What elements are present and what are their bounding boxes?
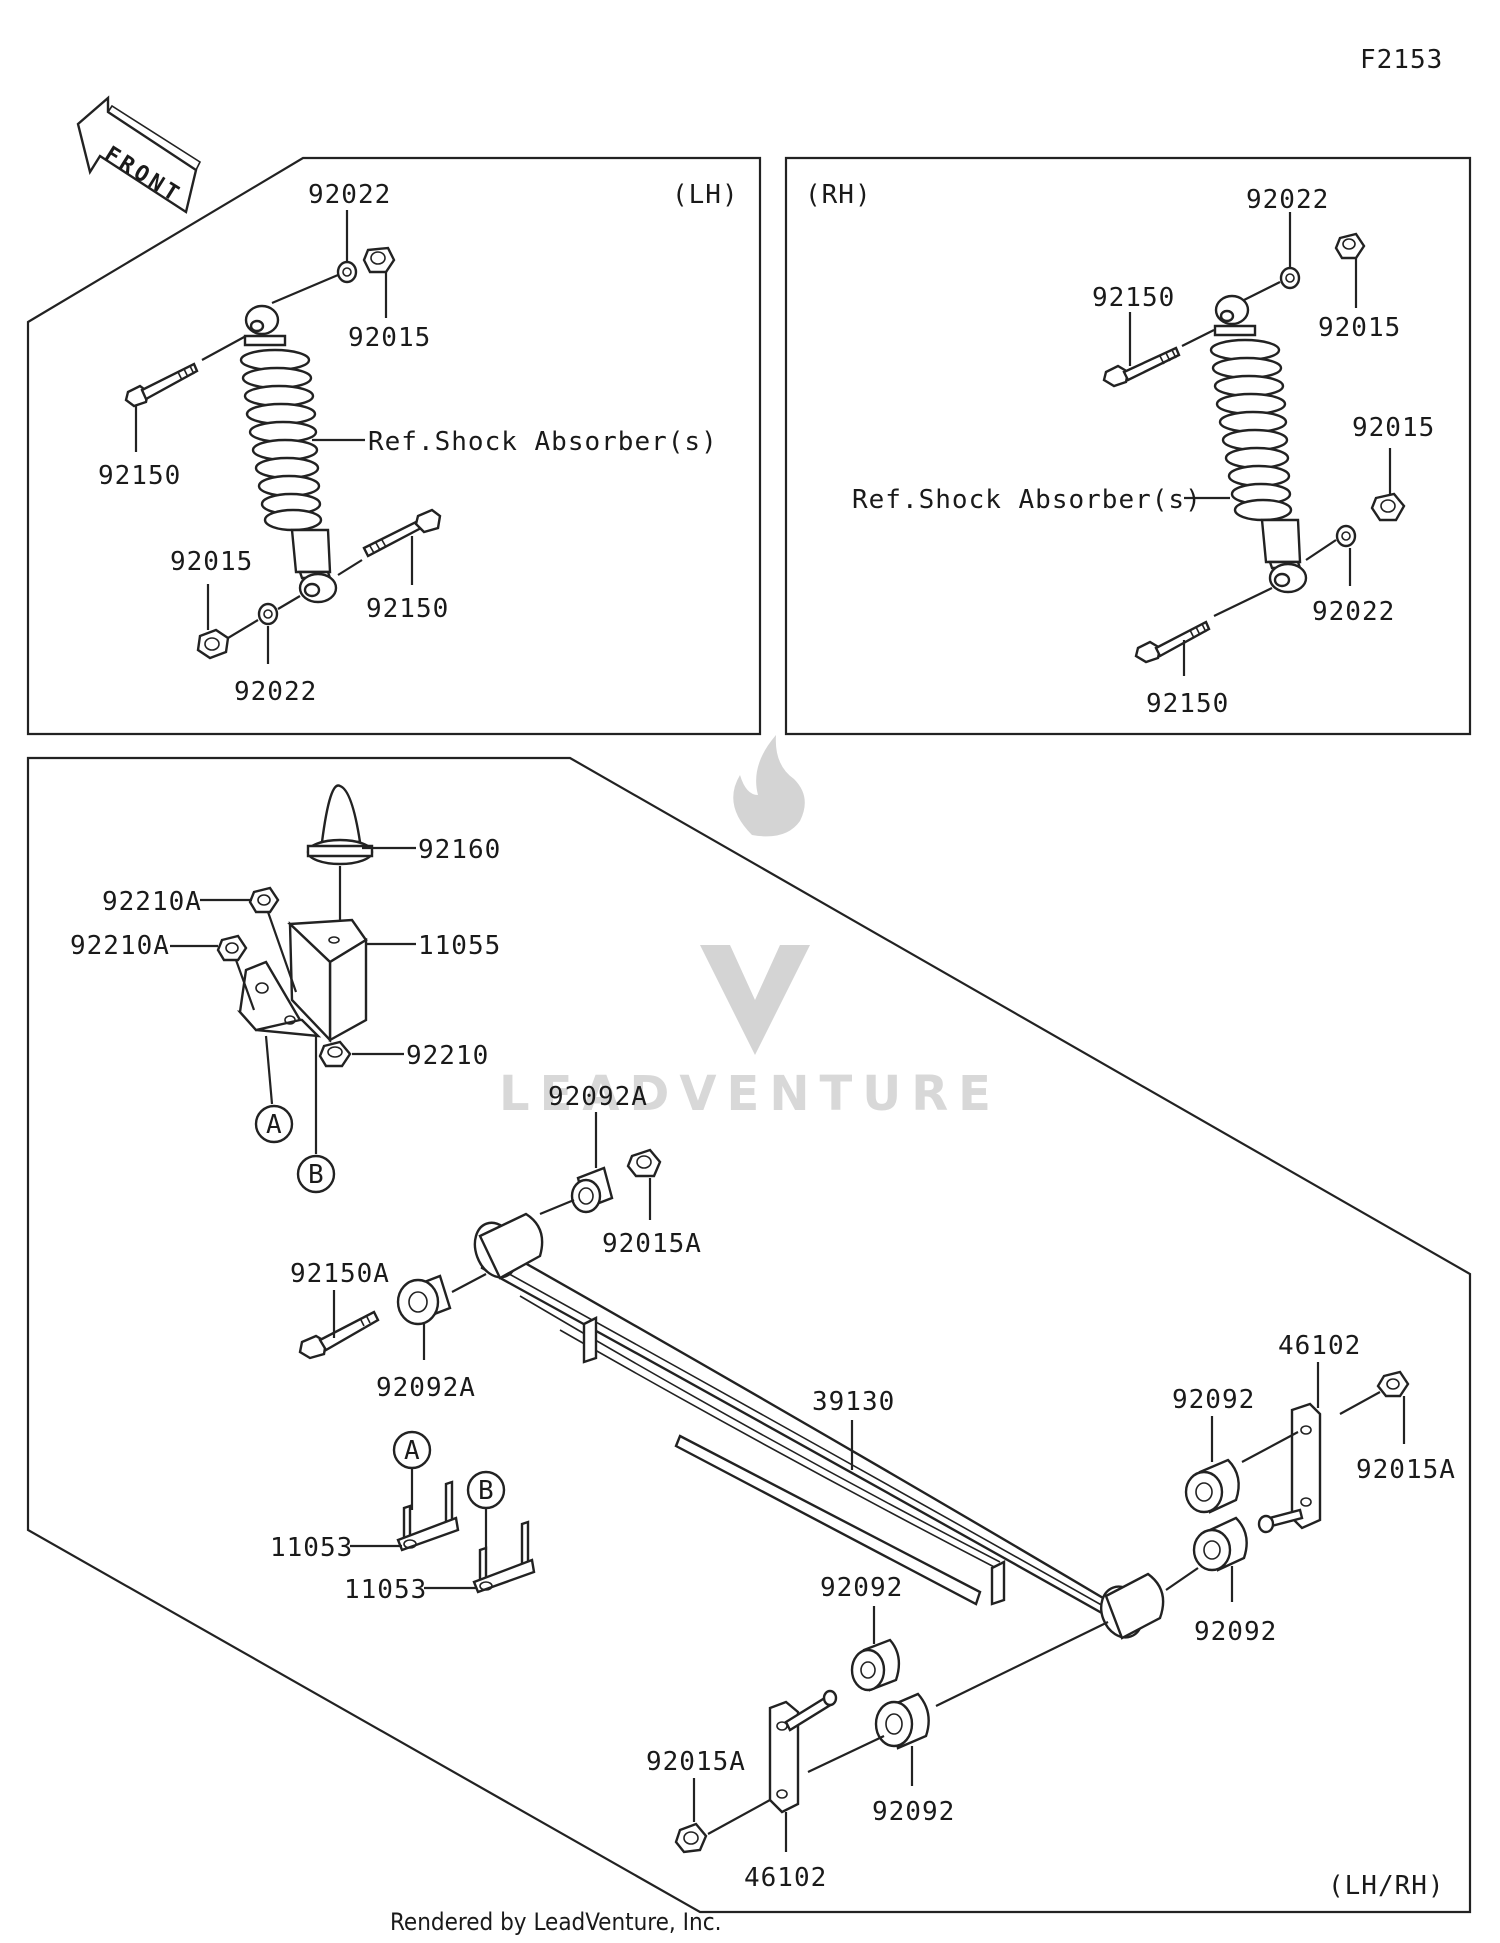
label-92015A-bottom: 92015A [646, 1747, 746, 1777]
label-92160: 92160 [418, 835, 501, 865]
rh-label-92022-top: 92022 [1246, 185, 1329, 215]
panel-rh: (RH) [784, 156, 1472, 736]
watermark: LEADVENTURE [499, 735, 1001, 1122]
rh-label-92015-mid: 92015 [1352, 413, 1435, 443]
lh-washer-92022-bottom [257, 602, 279, 626]
panel-lh-side-label: (LH) [672, 180, 739, 210]
bracket-11055 [236, 918, 368, 1044]
label-92210: 92210 [406, 1041, 489, 1071]
lh-label-92015-bottom: 92015 [170, 547, 253, 577]
label-92015A-top: 92015A [602, 1229, 702, 1259]
label-92210A-2: 92210A [70, 931, 170, 961]
lh-shock-absorber [239, 304, 338, 604]
nut-92210 [318, 1040, 352, 1068]
label-46102-right: 46102 [1278, 1331, 1361, 1361]
callout-A-1 [254, 1104, 294, 1144]
rh-label-ref-shock: Ref.Shock Absorber(s) [852, 485, 1202, 515]
lh-washer-92022-top [336, 260, 358, 284]
label-11053-2: 11053 [344, 1575, 427, 1605]
label-92092-bottom-top: 92092 [820, 1573, 903, 1603]
label-92092A-mid: 92092A [376, 1373, 476, 1403]
front-arrow-icon: FRONT [76, 95, 202, 214]
panel-spring: (LH/RH) 92160 11055 [26, 756, 1472, 1914]
watermark-flame-icon [733, 735, 805, 837]
callout-B-1-label: B [308, 1160, 325, 1190]
lh-label-ref-shock: Ref.Shock Absorber(s) [368, 427, 718, 457]
watermark-v-icon [700, 945, 810, 1055]
rh-nut-92015-top [1334, 232, 1366, 260]
callout-B-1 [296, 1154, 336, 1194]
rh-label-92150-bottom: 92150 [1146, 689, 1229, 719]
rh-nut-92015-mid [1370, 492, 1406, 522]
callout-A-1-label: A [266, 1110, 283, 1140]
figure-code: F2153 [1360, 45, 1443, 75]
rh-label-92150-top: 92150 [1092, 283, 1175, 313]
label-39130: 39130 [812, 1387, 895, 1417]
u-bolt-11053-1 [396, 1480, 460, 1552]
callout-A-2-label: A [404, 1436, 421, 1466]
label-92150A: 92150A [290, 1259, 390, 1289]
u-bolt-11053-2 [472, 1520, 536, 1594]
nut-92015A-top [626, 1148, 662, 1178]
label-92210A-1: 92210A [102, 887, 202, 917]
bushing-92092-bottom-top [850, 1638, 901, 1692]
lh-label-92150-left: 92150 [98, 461, 181, 491]
nut-92015A-bottom [674, 1822, 708, 1854]
lh-label-92022-bottom: 92022 [234, 677, 317, 707]
panel-rh-side-label: (RH) [805, 180, 872, 210]
bump-stop-92160 [306, 784, 374, 866]
panel-spring-side-label: (LH/RH) [1328, 1871, 1445, 1901]
rh-shock-absorber [1209, 294, 1308, 594]
label-92092-right-top: 92092 [1172, 1385, 1255, 1415]
lh-label-92150-bottom: 92150 [366, 594, 449, 624]
nut-92210A-1 [248, 886, 280, 914]
label-11055: 11055 [418, 931, 501, 961]
lh-nut-92015-bottom [196, 628, 230, 660]
footer-credit: Rendered by LeadVenture, Inc. [390, 1908, 721, 1936]
label-92092A-top: 92092A [548, 1082, 648, 1112]
lh-label-92015-top: 92015 [348, 323, 431, 353]
shackle-46102-bottom [768, 1689, 838, 1814]
lh-bolt-92150-left [124, 362, 199, 408]
label-46102-bottom: 46102 [744, 1863, 827, 1893]
rh-label-92015-top: 92015 [1318, 313, 1401, 343]
rh-washer-92022-top [1279, 266, 1301, 290]
panel-lh: (LH) [26, 156, 762, 736]
lh-bolt-92150-bottom [362, 508, 442, 558]
label-11053-1: 11053 [270, 1533, 353, 1563]
bushing-92092A-mid [396, 1274, 452, 1326]
label-92092-bottom: 92092 [872, 1797, 955, 1827]
callout-B-2-label: B [478, 1476, 495, 1506]
watermark-text: LEADVENTURE [499, 1066, 1001, 1122]
bolt-92150A [298, 1310, 380, 1360]
lh-label-92022-top: 92022 [308, 180, 391, 210]
rh-label-92022-bottom: 92022 [1312, 597, 1395, 627]
bushing-92092-right-top [1184, 1458, 1240, 1514]
rh-bolt-92150-bottom [1134, 620, 1211, 664]
rh-bolt-92150-top [1102, 346, 1181, 388]
rh-washer-92022-bottom [1335, 524, 1357, 548]
leaf-spring-39130 [473, 1212, 1165, 1640]
nut-92015A-right [1376, 1370, 1410, 1398]
bushing-92092-right-bottom [1192, 1516, 1248, 1572]
bushing-92092-bottom [874, 1692, 930, 1750]
nut-92210A-2 [216, 934, 248, 962]
bushing-92092A-top [570, 1166, 614, 1214]
shackle-46102-right [1257, 1402, 1322, 1534]
label-92092-right-bottom: 92092 [1194, 1617, 1277, 1647]
label-92015A-right: 92015A [1356, 1455, 1456, 1485]
